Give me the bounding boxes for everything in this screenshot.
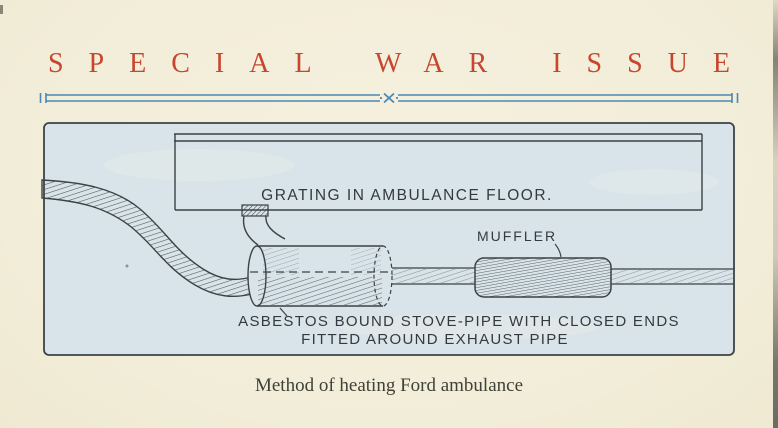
- wash-patch: [104, 149, 294, 181]
- label-asbestos-line2: FITTED AROUND EXHAUST PIPE: [301, 331, 569, 348]
- illustration-graphic: GRATING IN AMBULANCE FLOOR. MUFFLER ASBE…: [41, 122, 735, 356]
- masthead: SPECIAL WAR ISSUE: [0, 48, 778, 80]
- illustration: GRATING IN AMBULANCE FLOOR. MUFFLER ASBE…: [39, 120, 778, 365]
- grating-hatch: [241, 204, 269, 217]
- label-grating: GRATING IN AMBULANCE FLOOR.: [261, 187, 553, 204]
- muffler: [474, 257, 612, 298]
- exhaust-pipe-tail: [611, 268, 734, 285]
- elbow-pipe: [242, 215, 286, 246]
- scan-speck-artifact: [0, 5, 3, 14]
- wash-patch: [589, 169, 719, 195]
- page-title: SPECIAL WAR ISSUE: [47, 48, 756, 79]
- divider-rule-graphic: [39, 92, 739, 104]
- rule-center-ornament: [380, 92, 398, 104]
- wash-patch: [339, 314, 599, 340]
- label-muffler: MUFFLER: [477, 228, 557, 244]
- label-asbestos-line1: ASBESTOS BOUND STOVE-PIPE WITH CLOSED EN…: [238, 313, 680, 330]
- muffler-leader-line: [554, 243, 562, 258]
- divider-rule: [39, 92, 739, 104]
- figure-caption: Method of heating Ford ambulance: [254, 375, 524, 396]
- stove-pipe: [247, 245, 393, 307]
- asbestos-leader-line: [279, 307, 288, 317]
- ink-speck: [125, 264, 129, 268]
- exhaust-pipe-mid: [392, 267, 475, 285]
- ambulance-floor: [174, 133, 703, 211]
